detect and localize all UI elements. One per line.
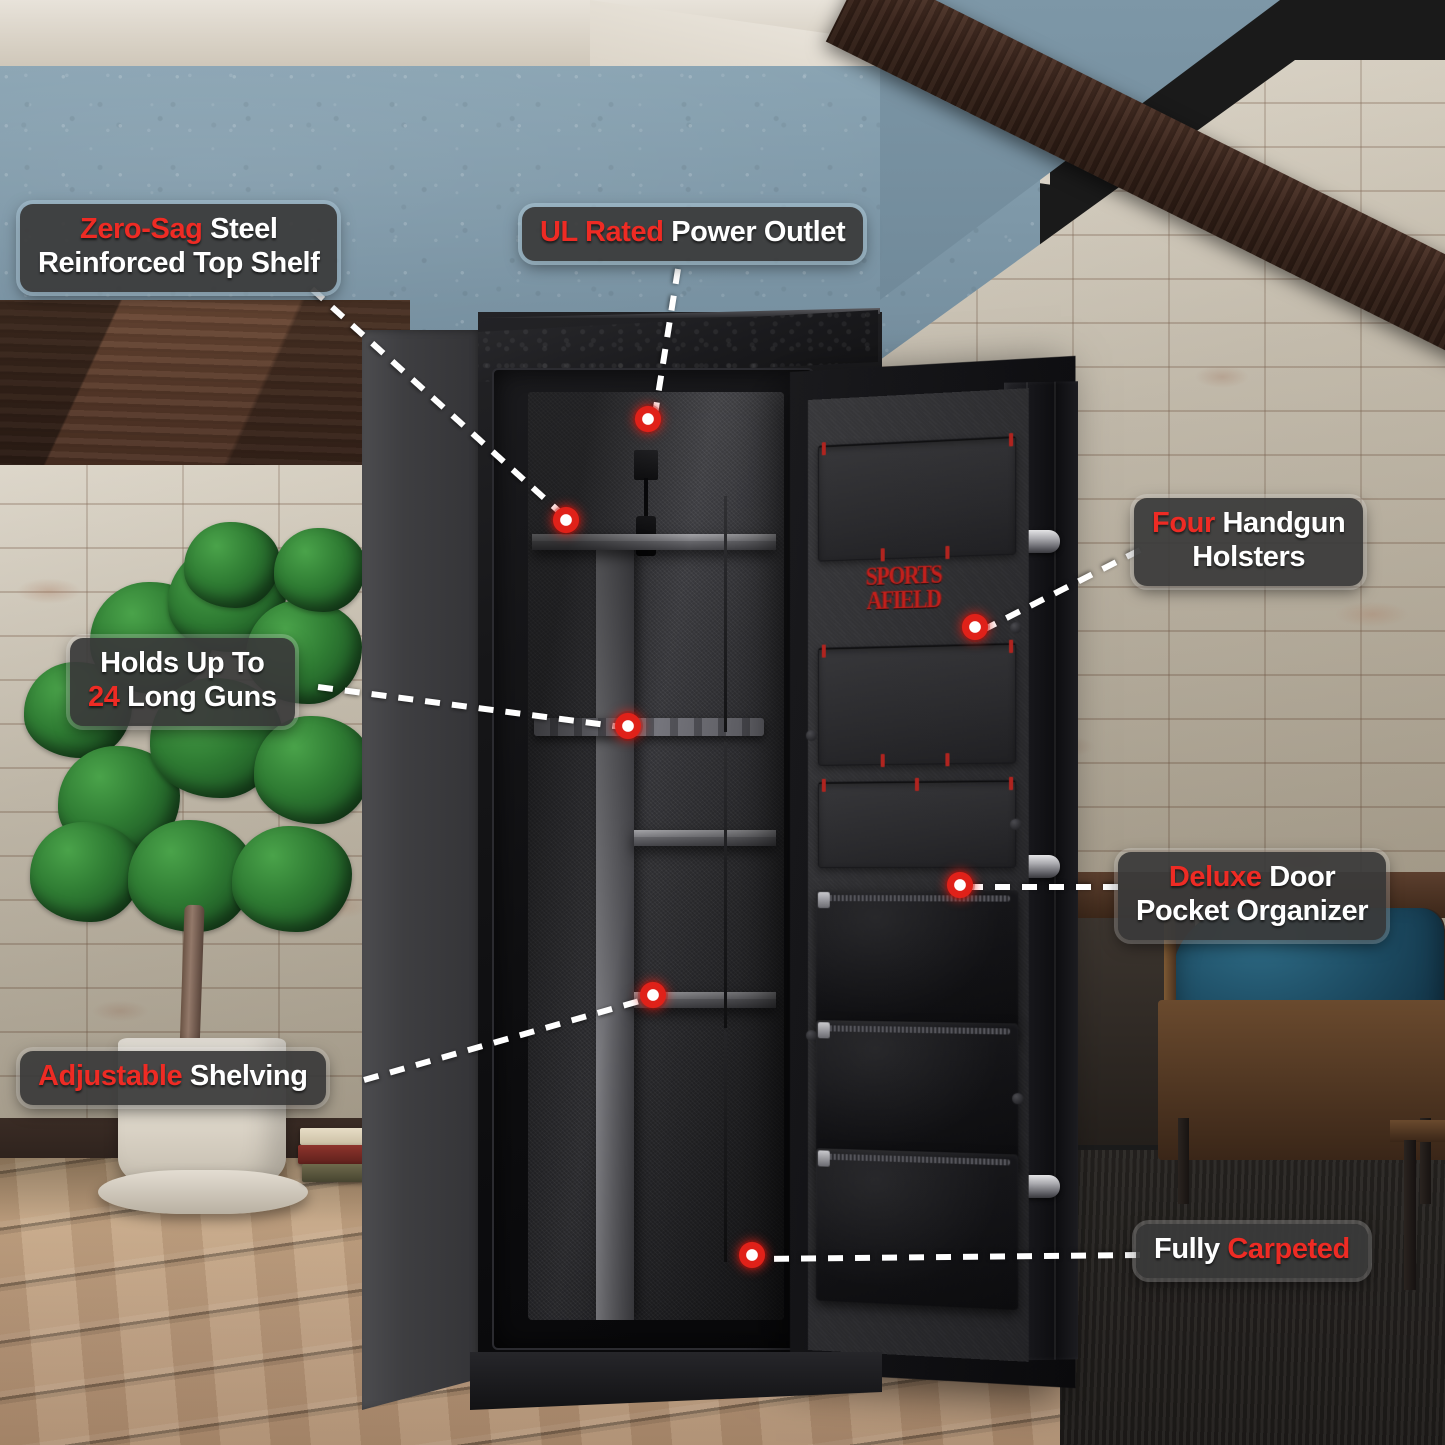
- door-stud: [1010, 818, 1022, 830]
- logo-line-2: AFIELD: [866, 585, 941, 615]
- side-table-leg: [1404, 1140, 1416, 1290]
- callout-line: Pocket Organizer: [1136, 894, 1369, 927]
- potted-plant-foliage: [18, 522, 388, 950]
- callout-line: Adjustable Shelving: [38, 1060, 308, 1092]
- zipper: [821, 1025, 1011, 1035]
- callout-deluxe-door-pocket-organizer[interactable]: Deluxe Door Pocket Organizer: [1118, 852, 1387, 940]
- chair-leg: [1178, 1118, 1189, 1204]
- door-stud: [806, 729, 817, 742]
- hotspot-long-guns[interactable]: [613, 711, 643, 741]
- safe-interior: [528, 392, 784, 1320]
- callout-ul-rated-power-outlet[interactable]: UL Rated Power Outlet: [522, 207, 864, 261]
- hotspot-door-pocket[interactable]: [945, 870, 975, 900]
- handgun-holster-row-2: [817, 639, 1017, 768]
- door-organizer-panel: SPORTS AFIELD: [806, 388, 1029, 1362]
- sports-afield-logo: SPORTS AFIELD: [866, 561, 942, 615]
- callout-line: 24 Long Guns: [88, 680, 277, 713]
- callout-line: UL Rated Power Outlet: [540, 216, 846, 248]
- callout-four-handgun-holsters[interactable]: Four Handgun Holsters: [1134, 498, 1364, 586]
- dark-rug-right: [1060, 1150, 1445, 1445]
- locking-bolt: [1024, 855, 1060, 878]
- callout-line: Reinforced Top Shelf: [38, 246, 320, 279]
- hotspot-adjustable-shelving[interactable]: [638, 980, 668, 1010]
- zippered-pocket-2: [815, 1020, 1019, 1167]
- door-stud: [1010, 622, 1022, 634]
- plant-saucer: [98, 1170, 308, 1214]
- callout-zero-sag-top-shelf[interactable]: Zero-Sag Steel Reinforced Top Shelf: [20, 204, 338, 292]
- zippered-pocket-3: [815, 1148, 1019, 1311]
- callout-holds-up-to-24-long-guns[interactable]: Holds Up To 24 Long Guns: [70, 638, 295, 726]
- callout-line: Holds Up To: [100, 647, 265, 679]
- callout-fully-carpeted[interactable]: Fully Carpeted: [1136, 1224, 1368, 1278]
- zipper: [821, 895, 1011, 902]
- hotspot-zero-sag-top-shelf[interactable]: [551, 505, 581, 535]
- zipper: [821, 1153, 1011, 1166]
- hotspot-handgun-holsters[interactable]: [960, 612, 990, 642]
- callout-adjustable-shelving[interactable]: Adjustable Shelving: [20, 1051, 326, 1105]
- door-stud: [806, 1029, 817, 1042]
- safe-top-edge: [478, 308, 880, 318]
- callout-line: Fully Carpeted: [1154, 1233, 1350, 1265]
- callout-line: Four Handgun: [1152, 507, 1346, 539]
- zipper-pull: [817, 1150, 830, 1167]
- callout-line: Zero-Sag Steel: [80, 213, 278, 245]
- wood-beam-left: [0, 300, 410, 472]
- handgun-holster-row-1: [817, 432, 1017, 562]
- locking-bolt: [1024, 530, 1060, 553]
- interior-shadow: [528, 392, 784, 1320]
- hotspot-power-outlet[interactable]: [633, 404, 663, 434]
- handgun-holster-row-3: [817, 776, 1017, 868]
- callout-line: Holsters: [1192, 540, 1306, 573]
- hotspot-fully-carpeted[interactable]: [737, 1240, 767, 1270]
- door-stud: [1012, 1092, 1024, 1105]
- zipper-pull: [817, 892, 830, 909]
- callout-line: Deluxe Door: [1168, 861, 1336, 893]
- zippered-pocket-1: [815, 890, 1019, 1036]
- safe-side-panel: [362, 330, 482, 1410]
- chair-leg: [1420, 1118, 1431, 1204]
- side-table-top: [1390, 1120, 1445, 1142]
- zipper-pull: [817, 1022, 830, 1039]
- leader-line-door-pocket: [958, 884, 1118, 890]
- locking-bolt: [1024, 1175, 1060, 1198]
